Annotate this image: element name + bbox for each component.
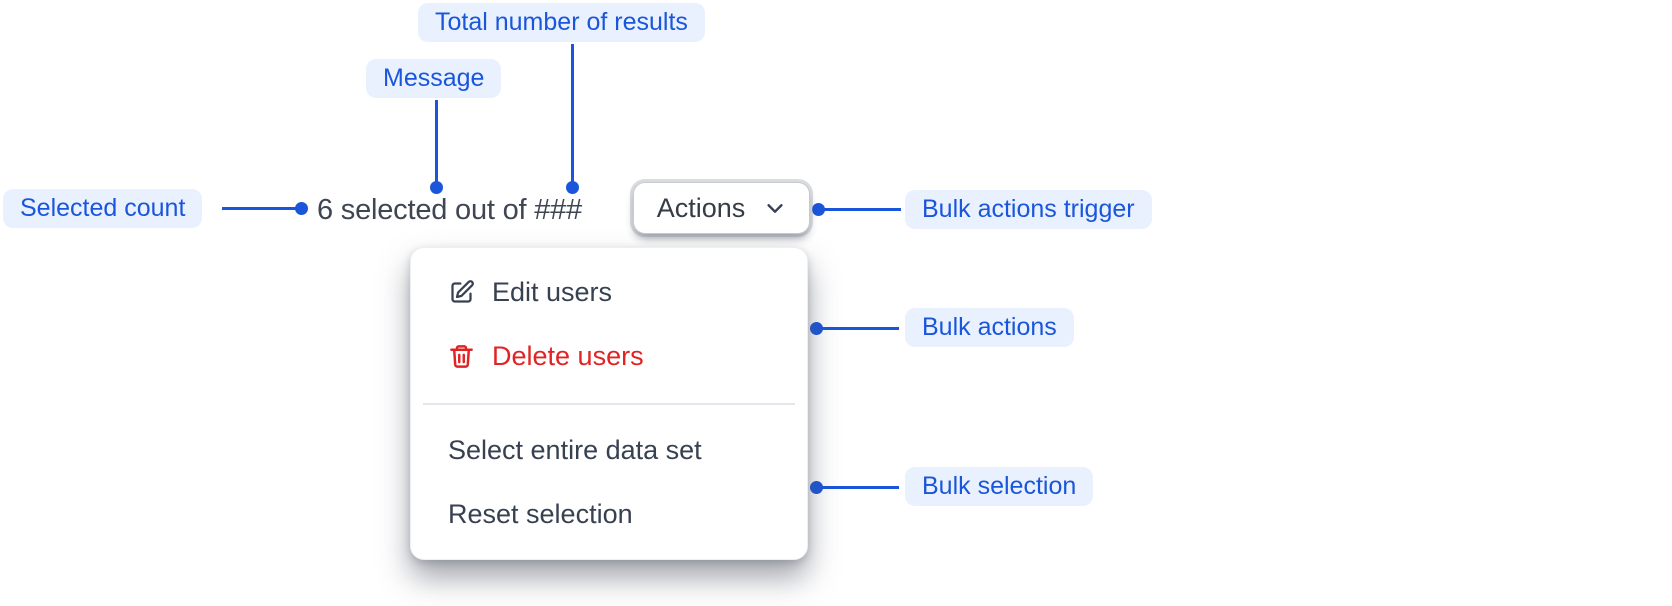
leader-line-total-results <box>571 44 574 184</box>
menu-divider <box>423 403 795 405</box>
leader-dot-bulk-selection <box>810 481 823 494</box>
leader-line-message <box>435 100 438 184</box>
menu-item-label: Delete users <box>492 341 644 372</box>
menu-item-select-entire-data-set[interactable]: Select entire data set <box>411 418 807 483</box>
edit-icon <box>448 279 475 306</box>
bulk-actions-trigger-button[interactable]: Actions <box>633 182 810 234</box>
annotation-chip-total-results: Total number of results <box>418 3 705 42</box>
annotation-chip-bulk-actions: Bulk actions <box>905 308 1074 347</box>
annotation-chip-message: Message <box>366 59 502 98</box>
leader-dot-total-results <box>566 181 579 194</box>
menu-item-reset-selection[interactable]: Reset selection <box>411 483 807 548</box>
leader-dot-message <box>430 181 443 194</box>
annotation-chip-bulk-selection: Bulk selection <box>905 467 1094 506</box>
selection-count-message: 6 selected out of ### <box>317 194 583 226</box>
bulk-actions-dropdown-menu: Edit users Delete users Select entire da… <box>410 247 808 560</box>
menu-item-label: Edit users <box>492 276 613 307</box>
leader-dot-bulk-actions-trigger <box>812 203 825 216</box>
actions-button-label: Actions <box>656 192 746 223</box>
menu-item-label: Reset selection <box>448 499 633 530</box>
chevron-down-icon <box>764 197 786 219</box>
annotation-chip-selected-count: Selected count <box>3 189 203 228</box>
leader-dot-bulk-actions <box>810 322 823 335</box>
leader-line-bulk-actions-trigger <box>823 208 901 211</box>
trash-icon <box>448 343 475 370</box>
annotation-chip-bulk-actions-trigger: Bulk actions trigger <box>905 190 1152 229</box>
menu-item-edit-users[interactable]: Edit users <box>411 260 807 325</box>
menu-item-label: Select entire data set <box>448 434 702 465</box>
leader-line-selected-count <box>222 207 298 210</box>
leader-line-bulk-selection <box>821 486 899 489</box>
leader-line-bulk-actions <box>821 327 899 330</box>
menu-item-delete-users[interactable]: Delete users <box>411 325 807 390</box>
leader-dot-selected-count <box>295 202 308 215</box>
